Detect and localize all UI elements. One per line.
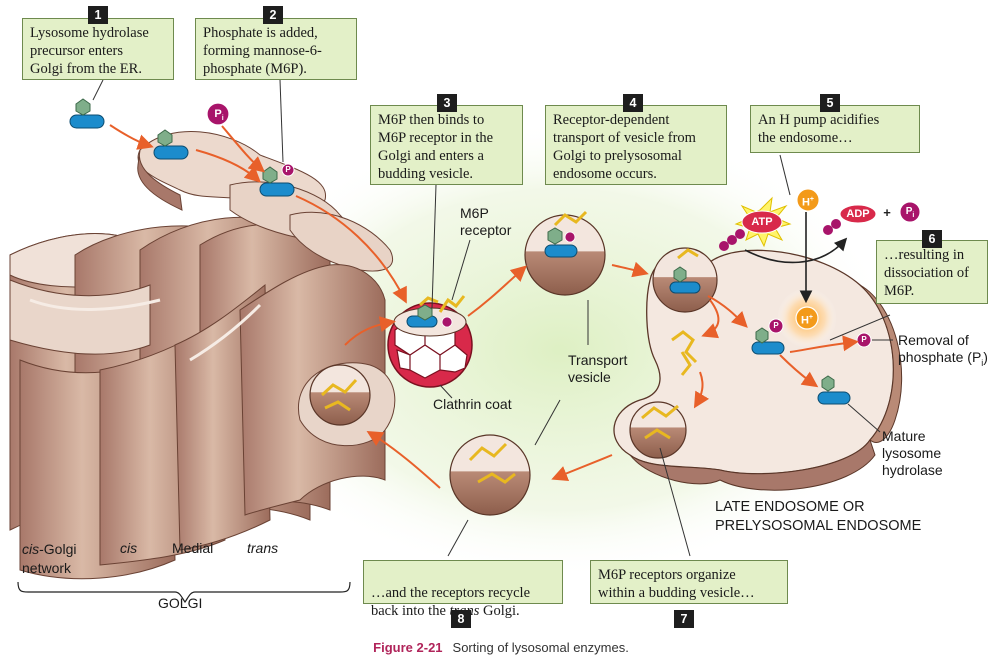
callout-2: Phosphate is added, forming mannose-6- p… xyxy=(195,18,357,80)
callout-8-text-before: …and the receptors recycle back into the xyxy=(371,585,531,619)
golgi-side-vesicle xyxy=(309,364,371,426)
callout-8-number: 8 xyxy=(451,610,471,628)
transport-vesicle-top xyxy=(524,210,606,296)
callout-5: An H pump acidifies the endosome… xyxy=(750,105,920,153)
mature-hydrolase-label: Mature lysosome hydrolase xyxy=(882,428,943,478)
leader-lines xyxy=(92,79,893,557)
medial-label: Medial xyxy=(172,540,214,556)
trans-label: trans xyxy=(247,540,279,556)
removal-of-phosphate-label: Removal of phosphate (Pi) xyxy=(898,332,988,368)
callout-4-number: 4 xyxy=(623,94,643,112)
golgi-enzymes xyxy=(69,98,295,197)
golgi-bracket xyxy=(17,581,351,604)
callout-3: M6P then binds to M6P receptor in the Go… xyxy=(370,105,523,185)
golgi-label: GOLGI xyxy=(158,595,203,611)
callout-7: M6P receptors organize within a budding … xyxy=(590,560,788,604)
figure-caption-text: Sorting of lysosomal enzymes. xyxy=(452,640,629,655)
h-plus-endosome: H+ xyxy=(800,314,814,327)
callout-8: …and the receptors recycle back into the… xyxy=(363,560,563,619)
pi-symbol-golgi: Pi xyxy=(214,108,224,123)
transport-vesicle-label: Transport vesicle xyxy=(568,352,628,385)
late-endosome-label: LATE ENDOSOME OR PRELYSOSOMAL ENDOSOME xyxy=(715,499,922,534)
pathway-arrows xyxy=(109,124,859,489)
pi-symbol-pump: Pi xyxy=(905,206,915,219)
p-symbol-endosome-1: P xyxy=(773,321,779,330)
figure-number: Figure 2-21 xyxy=(373,640,443,655)
callout-2-number: 2 xyxy=(263,6,283,24)
cis-label: cis xyxy=(120,540,138,556)
plus-sign-label: + xyxy=(883,205,891,220)
m6p-receptor-label: M6P receptor xyxy=(460,205,512,238)
atp-label: ATP xyxy=(751,216,773,228)
h-pump xyxy=(719,188,921,330)
callout-4: Receptor-dependent transport of vesicle … xyxy=(545,105,727,185)
callout-6-number: 6 xyxy=(922,230,942,248)
callout-1-number: 1 xyxy=(88,6,108,24)
late-endosome xyxy=(613,247,903,491)
callout-5-number: 5 xyxy=(820,94,840,112)
h-plus-top: H+ xyxy=(801,196,815,209)
callout-1: Lysosome hydrolase precursor enters Golg… xyxy=(22,18,174,80)
transport-vesicle-bottom xyxy=(449,434,531,516)
golgi-stack xyxy=(9,131,396,580)
clathrin-vesicle xyxy=(387,295,473,388)
figure-caption: Figure 2-21 Sorting of lysosomal enzymes. xyxy=(0,640,1002,655)
callout-7-number: 7 xyxy=(674,610,694,628)
p-symbol-golgi: P xyxy=(285,165,291,174)
clathrin-coat-label: Clathrin coat xyxy=(433,396,512,412)
callout-8-text-after: Golgi. xyxy=(479,603,520,619)
callout-6: …resulting in dissociation of M6P. xyxy=(876,240,988,304)
callout-3-number: 3 xyxy=(437,94,457,112)
pump-arrows xyxy=(744,212,848,304)
p-symbol-endosome-2: P xyxy=(861,335,867,344)
adp-label: ADP xyxy=(846,208,870,220)
